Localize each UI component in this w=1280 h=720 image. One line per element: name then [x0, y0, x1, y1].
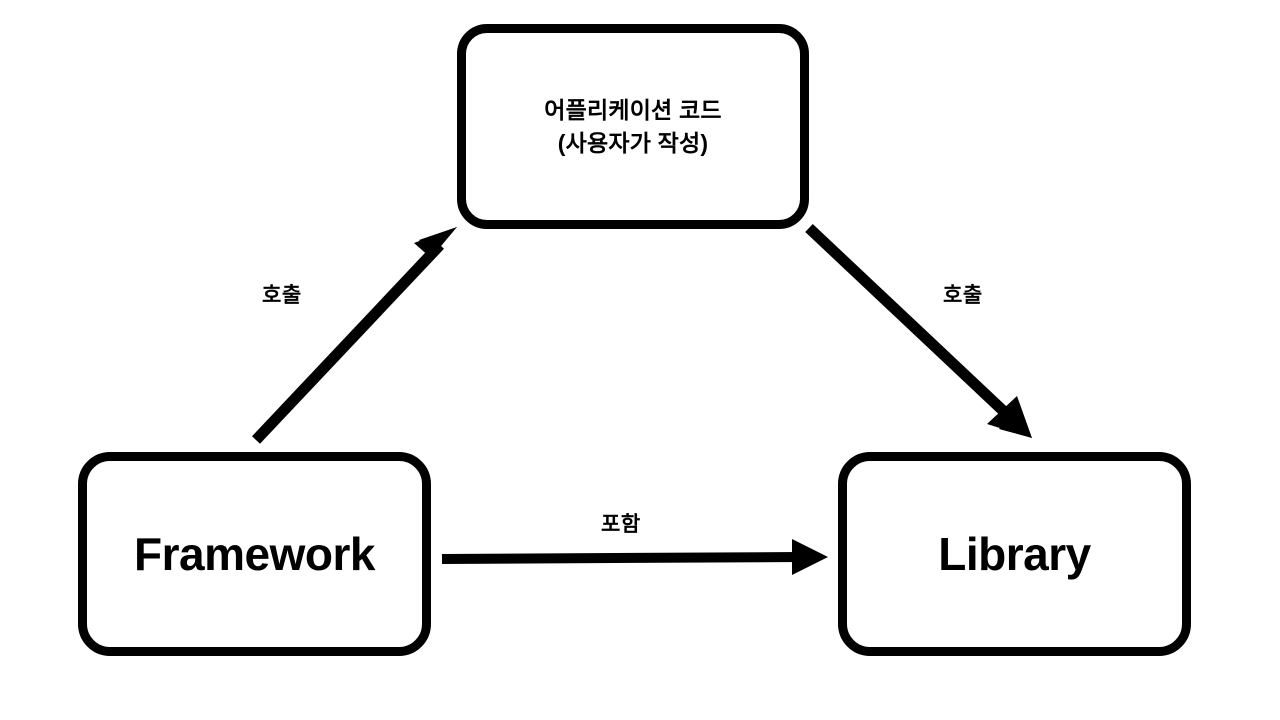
edge-framework-calls-application [251, 227, 457, 444]
arrowhead-barb [999, 410, 1032, 438]
edge-label-framework-contains-library: 포함 [601, 513, 641, 536]
library-label: Library [938, 527, 1091, 580]
arrowhead-down-right-icon [987, 396, 1032, 438]
library-node[interactable]: Library [838, 452, 1191, 656]
edge-line [805, 223, 1018, 426]
edge-application-calls-library [805, 223, 1032, 438]
edge-label-framework-calls-application: 호출 [262, 284, 302, 307]
edge-line [441, 552, 801, 564]
framework-label: Framework [134, 527, 375, 580]
application-code-label-line1: 어플리케이션 코드 [544, 96, 722, 123]
edge-label-application-calls-library: 호출 [943, 284, 983, 307]
application-code-node[interactable]: 어플리케이션 코드 (사용자가 작성) [457, 24, 809, 229]
framework-node[interactable]: Framework [78, 452, 431, 656]
arrowhead-barb [419, 227, 457, 250]
application-code-label-line2: (사용자가 작성) [557, 129, 709, 156]
edge-framework-contains-library [441, 539, 828, 575]
edge-line [251, 241, 445, 444]
arrowhead-up-right-icon [414, 227, 457, 258]
arrowhead-right-icon [792, 539, 828, 575]
